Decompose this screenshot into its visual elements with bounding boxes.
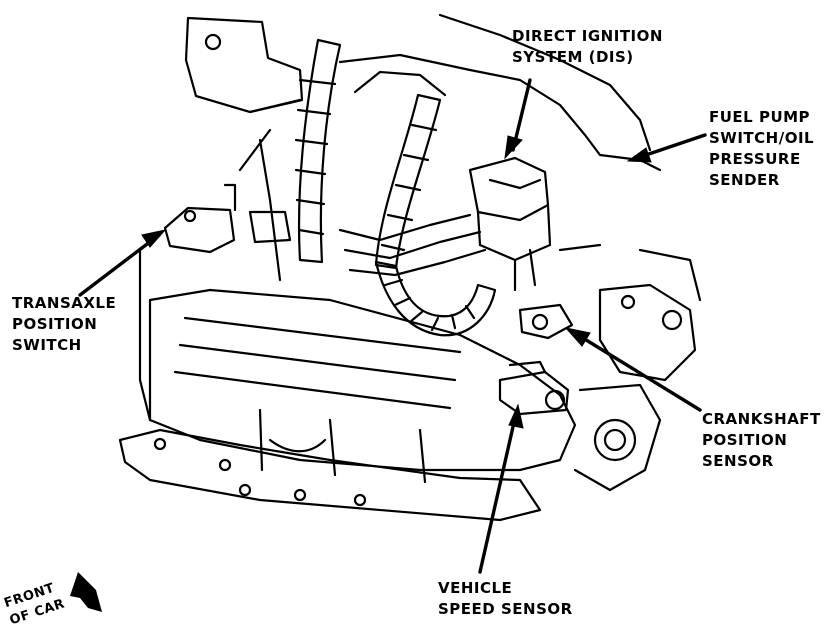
arrow-fuel xyxy=(638,133,707,159)
arrow-transaxle xyxy=(78,236,157,297)
direct-ignition-label: DIRECT IGNITION SYSTEM (DIS) xyxy=(512,27,663,66)
vehicle-speed-sensor-label: VEHICLE SPEED SENSOR xyxy=(438,579,573,618)
engine-line-art xyxy=(118,13,702,522)
crankshaft-sensor-label: CRANKSHAFT POSITION SENSOR xyxy=(702,410,821,470)
arrow-crank xyxy=(576,333,702,412)
leader-arrows xyxy=(78,78,707,574)
arrow-vss xyxy=(478,416,517,574)
fuel-pump-label: FUEL PUMP SWITCH/OIL PRESSURE SENDER xyxy=(709,108,815,189)
front-of-car-arrow-icon xyxy=(70,572,102,612)
transaxle-switch-label: TRANSAXLE POSITION SWITCH xyxy=(12,294,117,354)
